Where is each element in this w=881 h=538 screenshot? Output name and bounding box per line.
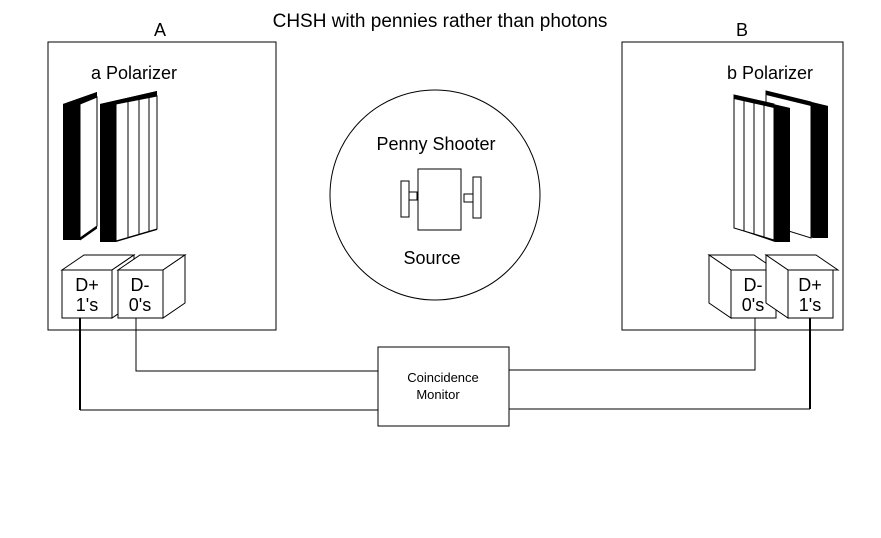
b-detector-plus-count: 1's: [799, 295, 821, 315]
source-bottom-label: Source: [403, 248, 460, 268]
a-detector-minus-label: D-: [131, 275, 150, 295]
wire-a-minus: [135, 318, 378, 372]
b-detector-minus-label: D-: [744, 275, 763, 295]
a-polarizer-icon: [63, 91, 158, 242]
station-a: A a Polarizer D+ 1's: [47, 20, 277, 331]
monitor-label-line2: Monitor: [416, 387, 460, 402]
station-b-box: [621, 41, 844, 331]
a-polarizer-label: a Polarizer: [91, 63, 177, 83]
wire-b-minus: [509, 318, 756, 371]
b-polarizer-label: b Polarizer: [727, 63, 813, 83]
station-b: B b Polarizer D- 0's: [621, 20, 844, 331]
diagram-title: CHSH with pennies rather than photons: [273, 11, 608, 32]
station-b-label: B: [736, 20, 748, 40]
a-detector-minus-count: 0's: [129, 295, 151, 315]
shooter-icon: [400, 168, 482, 231]
a-detector-minus: D- 0's: [116, 254, 187, 319]
b-polarizer-icon: [733, 90, 828, 242]
station-a-label: A: [154, 20, 166, 40]
a-detector-plus-label: D+: [75, 275, 99, 295]
penny-shooter-source: Penny Shooter Source: [329, 89, 541, 301]
wires: [79, 318, 811, 411]
source-circle: [329, 89, 541, 301]
source-top-label: Penny Shooter: [376, 134, 495, 154]
b-detector-minus-count: 0's: [742, 295, 764, 315]
station-a-box: [47, 41, 277, 331]
a-detector-plus-count: 1's: [76, 295, 98, 315]
b-detector-plus: D+ 1's: [764, 254, 840, 319]
coincidence-monitor: Coincidence Monitor: [377, 346, 510, 427]
monitor-label-line1: Coincidence: [407, 370, 479, 385]
b-detector-plus-label: D+: [798, 275, 822, 295]
monitor-box: [377, 346, 510, 427]
